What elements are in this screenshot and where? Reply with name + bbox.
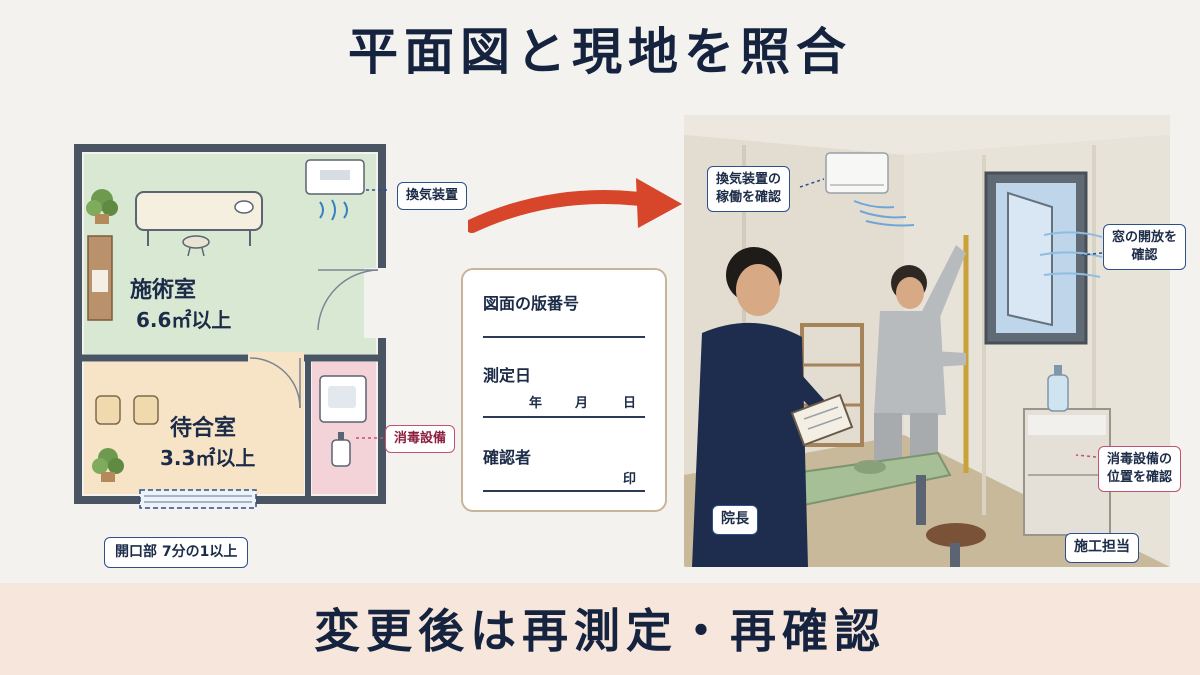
confirmer-label: 確認者 [483, 448, 532, 467]
photo-disinfection-line2: 位置を確認 [1107, 470, 1173, 486]
opening-tag: 開口部 7分の1以上 [104, 537, 249, 568]
photo-ventilation-line2: 稼働を確認 [716, 190, 782, 206]
site-photo [684, 115, 1170, 567]
treatment-room-area: 6.6㎡以上 [136, 308, 232, 332]
waiting-room-name: 待合室 [170, 416, 237, 441]
day-label: 日 [623, 396, 637, 411]
confirmer-line [483, 490, 645, 492]
waiting-room-area: 3.3㎡以上 [160, 446, 256, 470]
month-label: 月 [575, 396, 589, 411]
ventilation-tag: 換気装置 [397, 182, 468, 210]
builder-label: 施工担当 [1065, 533, 1139, 563]
checklist-card: 図面の版番号 測定日 年 月 日 確認者 印 [461, 268, 667, 512]
photo-window-line1: 窓の開放を [1112, 230, 1178, 245]
footer-band [0, 583, 1200, 675]
photo-ventilation-tag: 換気装置の 稼働を確認 [707, 166, 791, 213]
year-label: 年 [529, 396, 543, 411]
director-label: 院長 [712, 505, 758, 535]
seal-label: 印 [623, 472, 637, 487]
photo-window-tag: 窓の開放を 確認 [1103, 224, 1187, 271]
drawing-version-label: 図面の版番号 [483, 294, 580, 313]
page-title: 平面図と現地を照合 [348, 23, 852, 81]
arrow-icon [468, 178, 682, 233]
measure-date-label: 測定日 [483, 366, 532, 385]
photo-disinfection-line1: 消毒設備の [1107, 452, 1173, 467]
photo-window-line2: 確認 [1131, 248, 1158, 264]
footer-text: 変更後は再測定・再確認 [314, 604, 886, 658]
measure-date-line [483, 416, 645, 418]
treatment-room-name: 施術室 [130, 278, 197, 303]
photo-disinfection-tag: 消毒設備の 位置を確認 [1098, 446, 1182, 493]
drawing-version-line [483, 336, 645, 338]
photo-ventilation-line1: 換気装置の [716, 172, 782, 187]
floor-plan [74, 144, 388, 509]
disinfection-tag: 消毒設備 [385, 425, 456, 453]
